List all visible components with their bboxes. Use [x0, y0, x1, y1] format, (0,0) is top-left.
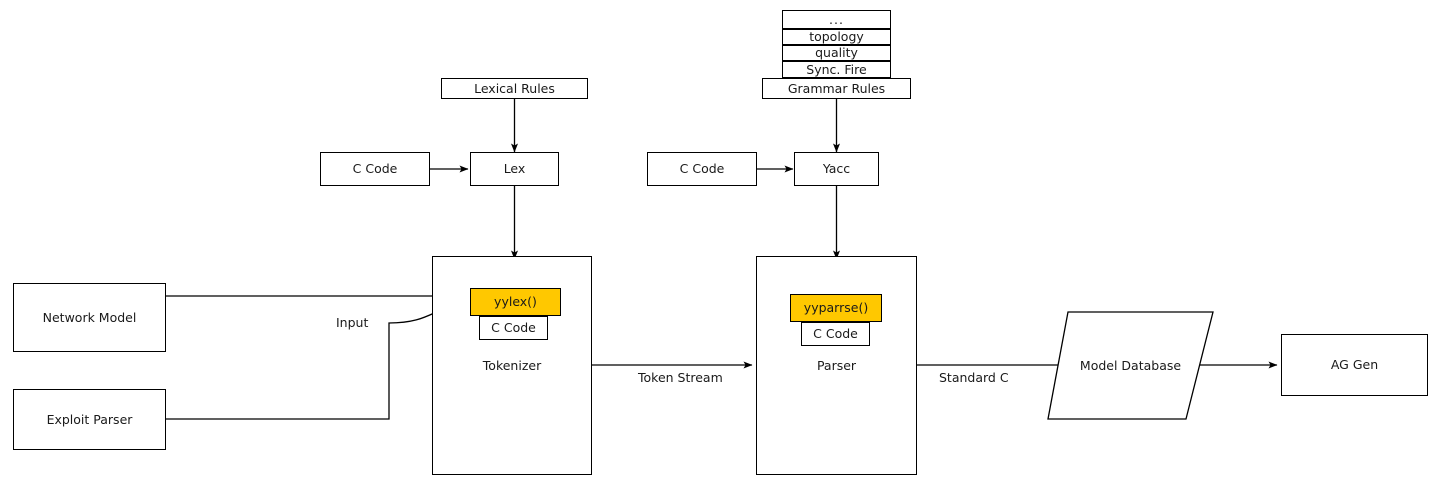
grammar-stack-item-ellipsis: ...	[782, 10, 891, 29]
parser-container	[756, 256, 917, 475]
parser-ccode-box: C Code	[801, 322, 870, 346]
exploit-parser-label: Exploit Parser	[46, 411, 133, 427]
grammar-stack-item-quality: quality	[782, 45, 891, 61]
network-model-box: Network Model	[13, 283, 166, 352]
yacc-box: Yacc	[794, 152, 879, 186]
tokenizer-label: Tokenizer	[482, 358, 542, 373]
edge-exploitparser-to-yylex	[166, 300, 467, 420]
parser-label: Parser	[816, 358, 857, 373]
edge-label-token-stream: Token Stream	[638, 370, 723, 385]
edge-label-input: Input	[336, 315, 369, 330]
yylex-function-box: yylex()	[470, 288, 561, 316]
ag-gen-label: AG Gen	[1330, 357, 1379, 373]
c-code-lex-label: C Code	[352, 161, 398, 177]
grammar-stack-label: ...	[829, 11, 844, 27]
c-code-lex-box: C Code	[320, 152, 430, 186]
grammar-stack-label: topology	[809, 29, 864, 45]
yyparrse-function-box: yyparrse()	[790, 294, 882, 322]
lex-label: Lex	[503, 161, 526, 177]
network-model-label: Network Model	[42, 309, 137, 325]
lexical-rules-box: Lexical Rules	[441, 78, 588, 99]
exploit-parser-box: Exploit Parser	[13, 389, 166, 450]
grammar-stack-item-topology: topology	[782, 29, 891, 45]
yacc-label: Yacc	[822, 161, 851, 177]
grammar-stack-label: Sync. Fire	[806, 61, 867, 77]
ag-gen-box: AG Gen	[1281, 334, 1428, 396]
model-database-label: Model Database	[1079, 358, 1182, 373]
grammar-rules-box: Grammar Rules	[762, 78, 911, 99]
yylex-label: yylex()	[494, 294, 537, 310]
grammar-rules-label: Grammar Rules	[787, 80, 886, 96]
lex-box: Lex	[470, 152, 559, 186]
tokenizer-ccode-box: C Code	[479, 316, 548, 340]
lexical-rules-label: Lexical Rules	[474, 80, 555, 96]
parser-ccode-label: C Code	[813, 326, 858, 342]
tokenizer-ccode-label: C Code	[491, 320, 536, 336]
c-code-yacc-box: C Code	[647, 152, 757, 186]
edge-label-standard-c: Standard C	[939, 370, 1009, 385]
grammar-stack-label: quality	[815, 45, 858, 61]
grammar-stack-item-sync-fire: Sync. Fire	[782, 61, 891, 78]
yyparrse-label: yyparrse()	[803, 300, 869, 316]
c-code-yacc-label: C Code	[679, 161, 725, 177]
